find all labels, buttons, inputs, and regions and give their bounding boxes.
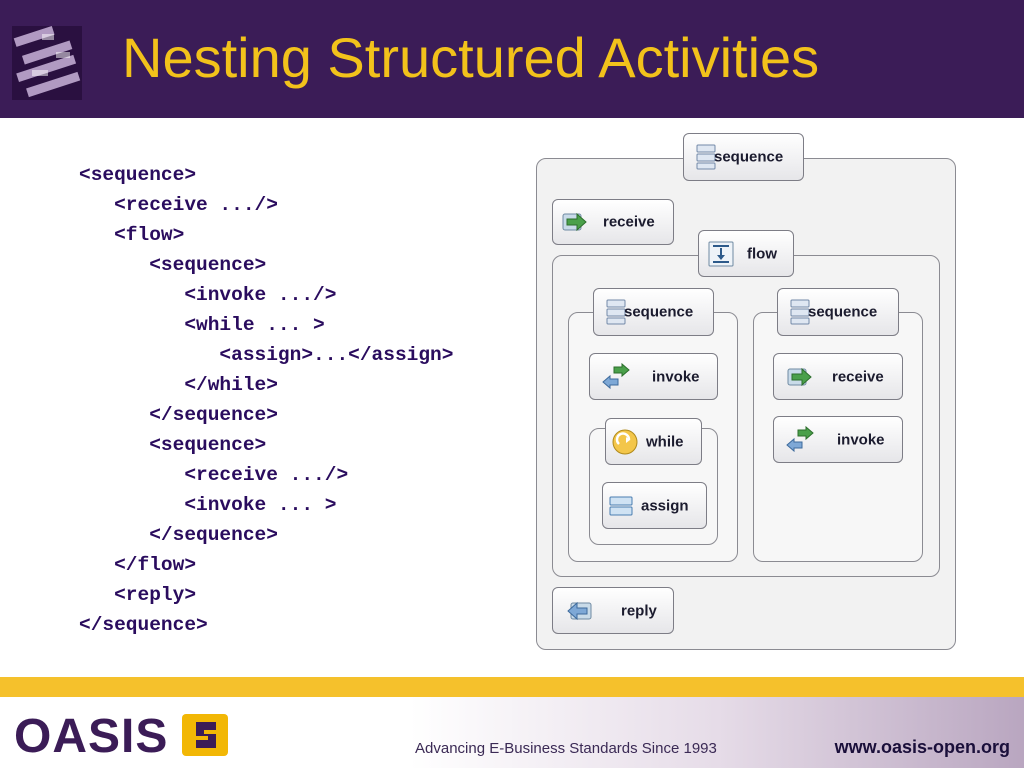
assign-node: assign (602, 482, 707, 529)
node-label: receive (603, 213, 655, 231)
node-label: reply (621, 602, 657, 619)
invoke-arrows-icon (602, 362, 630, 389)
website-link[interactable]: www.oasis-open.org (834, 737, 1010, 757)
activity-nesting-diagram: sequence receive flow sequence (530, 128, 960, 658)
right-sequence-node: sequence (777, 288, 899, 336)
code-line: <sequence> (79, 164, 197, 186)
code-line: </sequence> (79, 524, 278, 546)
receive-node: receive (552, 199, 674, 245)
while-node: while (605, 418, 702, 465)
reply-arrow-icon (567, 601, 592, 620)
node-label: receive (832, 368, 884, 385)
sequence-icon (790, 299, 810, 325)
receive-arrow-icon (562, 212, 587, 232)
code-line: <sequence> (79, 254, 267, 276)
oasis-mark-icon (182, 714, 228, 756)
flow-node: flow (698, 230, 794, 277)
node-label: sequence (714, 148, 784, 166)
node-label: while (646, 433, 684, 450)
code-line: </sequence> (79, 404, 278, 426)
code-line: </sequence> (79, 614, 208, 636)
node-label: invoke (652, 368, 700, 385)
code-line: <flow> (79, 224, 185, 246)
right-receive-node: receive (773, 353, 903, 400)
code-line: <sequence> (79, 434, 267, 456)
node-label: sequence (808, 303, 878, 321)
footer-accent-bar (0, 677, 1024, 697)
code-line: <receive .../> (79, 194, 278, 216)
left-invoke-node: invoke (589, 353, 718, 400)
code-line: <assign>...</assign> (79, 344, 454, 366)
reply-node: reply (552, 587, 674, 634)
invoke-arrows-icon (786, 425, 814, 452)
code-line: <reply> (79, 584, 197, 606)
footer-tagline: Advancing E-Business Standards Since 199… (415, 740, 717, 757)
code-line: </while> (79, 374, 278, 396)
code-line: <invoke ... > (79, 494, 337, 516)
code-line: <while ... > (79, 314, 325, 336)
keyboard-logo-icon (12, 26, 82, 100)
while-loop-icon (612, 429, 638, 454)
receive-arrow-icon (787, 367, 812, 386)
root-sequence-node: sequence (683, 133, 804, 181)
node-label: invoke (837, 431, 885, 448)
node-label: flow (747, 245, 777, 262)
sequence-icon (606, 299, 626, 325)
code-line: </flow> (79, 554, 197, 576)
sequence-icon (696, 144, 716, 170)
header-bar: Nesting Structured Activities (0, 0, 1024, 118)
node-label: sequence (624, 303, 694, 321)
left-sequence-node: sequence (593, 288, 714, 336)
code-line: <receive .../> (79, 464, 349, 486)
footer-bar (0, 697, 1024, 768)
oasis-logo: OASIS (14, 710, 169, 763)
flow-icon (708, 241, 734, 266)
right-invoke-node: invoke (773, 416, 903, 463)
assign-icon (609, 496, 633, 515)
node-label: assign (641, 497, 689, 514)
code-line: <invoke .../> (79, 284, 337, 306)
slide-title: Nesting Structured Activities (122, 26, 820, 89)
